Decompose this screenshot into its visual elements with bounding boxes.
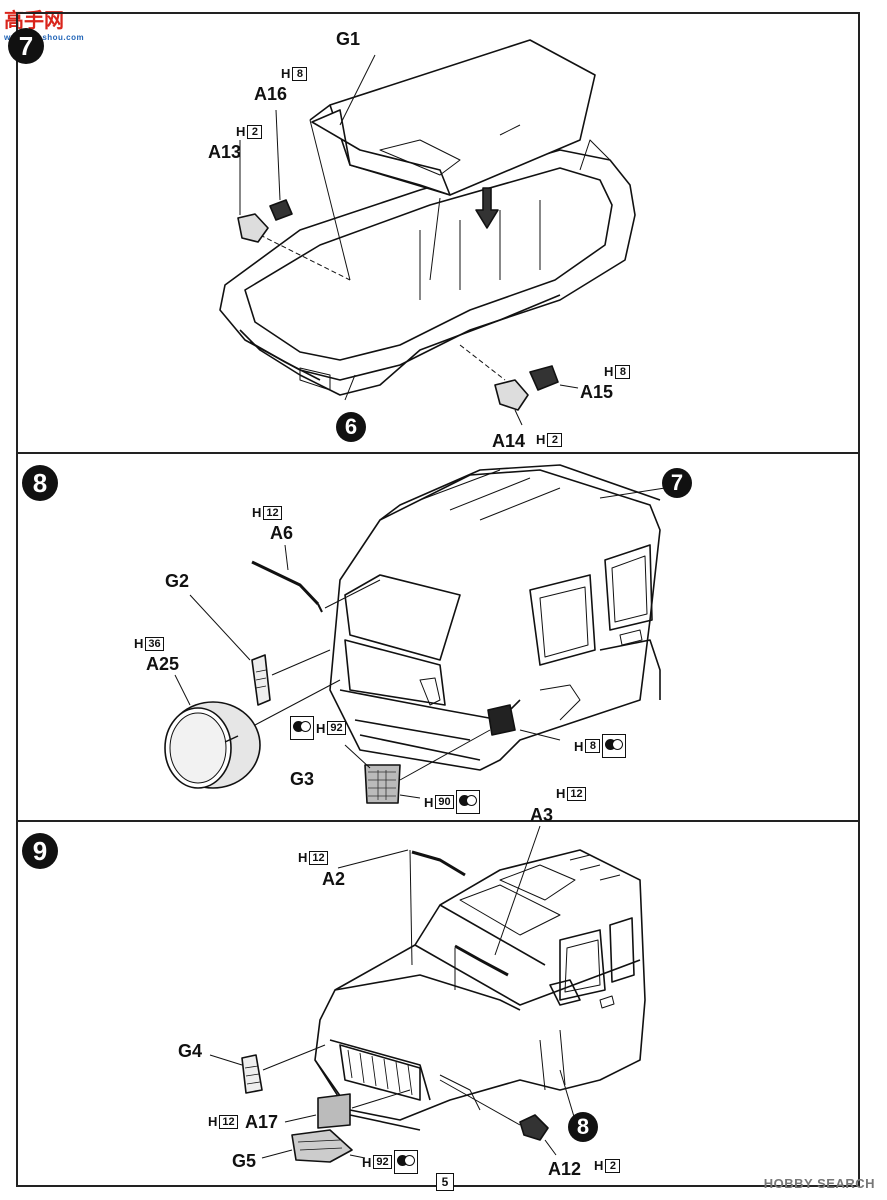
ref-step-7-badge: 7 [662, 468, 692, 498]
ref-step-8-badge: 8 [568, 1112, 598, 1142]
page-number: 5 [436, 1173, 454, 1191]
part-label-a17: A17 [245, 1112, 279, 1132]
step-9-badge: 9 [22, 833, 58, 869]
part-label-g2: G2 [165, 571, 190, 591]
footer-watermark: HOBBY SEARCH [763, 1176, 875, 1191]
part-label-g4: G4 [178, 1041, 203, 1061]
part-label-a6: A6 [270, 523, 294, 543]
part-label-a14: A14 [492, 431, 526, 451]
part-label-a25: A25 [146, 654, 180, 674]
ref-step-6-badge: 6 [336, 412, 366, 442]
part-label-a2: A2 [322, 869, 346, 889]
step-7-badge: 7 [8, 28, 44, 64]
site-logo: 高手网 www.gaoshou.com [4, 10, 85, 42]
part-label-g3: G3 [290, 769, 315, 789]
part-label-a3: A3 [530, 805, 554, 825]
section-divider [16, 820, 860, 822]
step-8-badge: 8 [22, 465, 58, 501]
part-label-a13: A13 [208, 142, 242, 162]
part-label-a16: A16 [254, 84, 288, 104]
part-label-a15: A15 [580, 382, 614, 402]
section-divider [16, 452, 860, 454]
part-label-g1: G1 [336, 29, 361, 49]
part-label-a12: A12 [548, 1159, 582, 1179]
part-label-g5: G5 [232, 1151, 257, 1171]
